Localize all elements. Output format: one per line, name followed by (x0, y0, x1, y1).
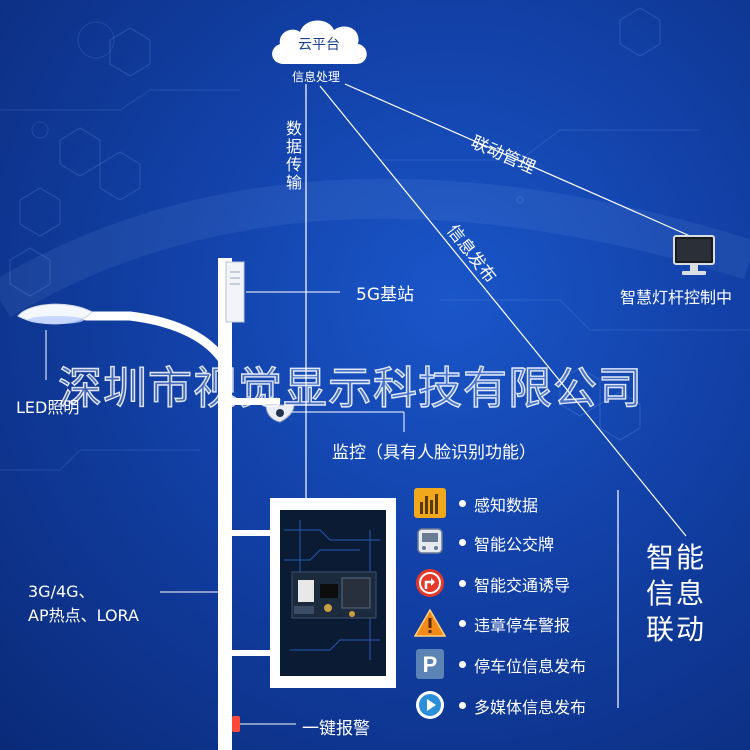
turn-arrow-icon (416, 569, 444, 597)
bullet-dot (459, 539, 466, 546)
bullet-dot (459, 702, 466, 709)
alarm-label: 一键报警 (302, 719, 370, 739)
feature-traffic-guidance: 智能交通诱导 (414, 568, 634, 598)
base-station-box (225, 261, 245, 323)
summary-line-2: 信息 (646, 577, 707, 610)
feature-multimedia-publish: 多媒体信息发布 (414, 690, 634, 720)
feature-illegal-parking-alert: 违章停车警报 (414, 608, 634, 638)
control-center-label: 智慧灯杆控制中 (620, 288, 733, 307)
monitor-icon (673, 235, 715, 275)
led-lighting-label: LED照明 (16, 398, 80, 417)
bar-chart-icon (414, 488, 446, 518)
cloud-platform: 云平台 (266, 14, 372, 66)
lamp-arm (81, 311, 229, 367)
feature-smart-bus-sign: 智能公交牌 (414, 527, 634, 557)
cloud-icon (272, 20, 367, 64)
svg-text:P: P (423, 652, 438, 677)
feature-label: 感知数据 (474, 496, 539, 515)
company-watermark: 深圳市视觉显示科技有限公司 (57, 362, 643, 414)
network-label-line1: 3G/4G、 (28, 582, 95, 601)
feature-parking-info: P 停车位信息发布 (414, 649, 634, 679)
warning-icon (414, 608, 446, 637)
bus-icon (417, 528, 443, 554)
bullet-dot (459, 661, 466, 668)
bullet-dot (459, 620, 466, 627)
pole-display-screen (270, 498, 396, 688)
feature-label: 停车位信息发布 (474, 657, 587, 676)
feature-sensing-data: 感知数据 (414, 488, 634, 518)
bullet-dot (459, 500, 466, 507)
lamp-pole (218, 258, 232, 750)
network-label-line2: AP热点、LORA (28, 606, 139, 625)
feature-label: 多媒体信息发布 (474, 698, 587, 717)
feature-label: 智能交通诱导 (474, 576, 571, 595)
play-icon (416, 691, 444, 719)
alarm-button-shape (232, 716, 240, 732)
cloud-platform-label: 云平台 (298, 37, 340, 53)
summary-line-1: 智能 (646, 541, 707, 574)
parking-icon: P (416, 649, 444, 679)
base-station-label: 5G基站 (356, 285, 414, 305)
summary-line-3: 联动 (646, 613, 707, 646)
feature-label: 智能公交牌 (474, 535, 555, 554)
data-transfer-label: 数据传输 (283, 120, 302, 192)
cloud-caption: 信息处理 (292, 70, 341, 84)
bullet-dot (459, 580, 466, 587)
monitoring-label: 监控（具有人脸识别功能） (332, 443, 536, 463)
circuit-board-graphic (284, 520, 380, 660)
screen-content (280, 510, 386, 676)
feature-label: 违章停车警报 (474, 616, 571, 635)
